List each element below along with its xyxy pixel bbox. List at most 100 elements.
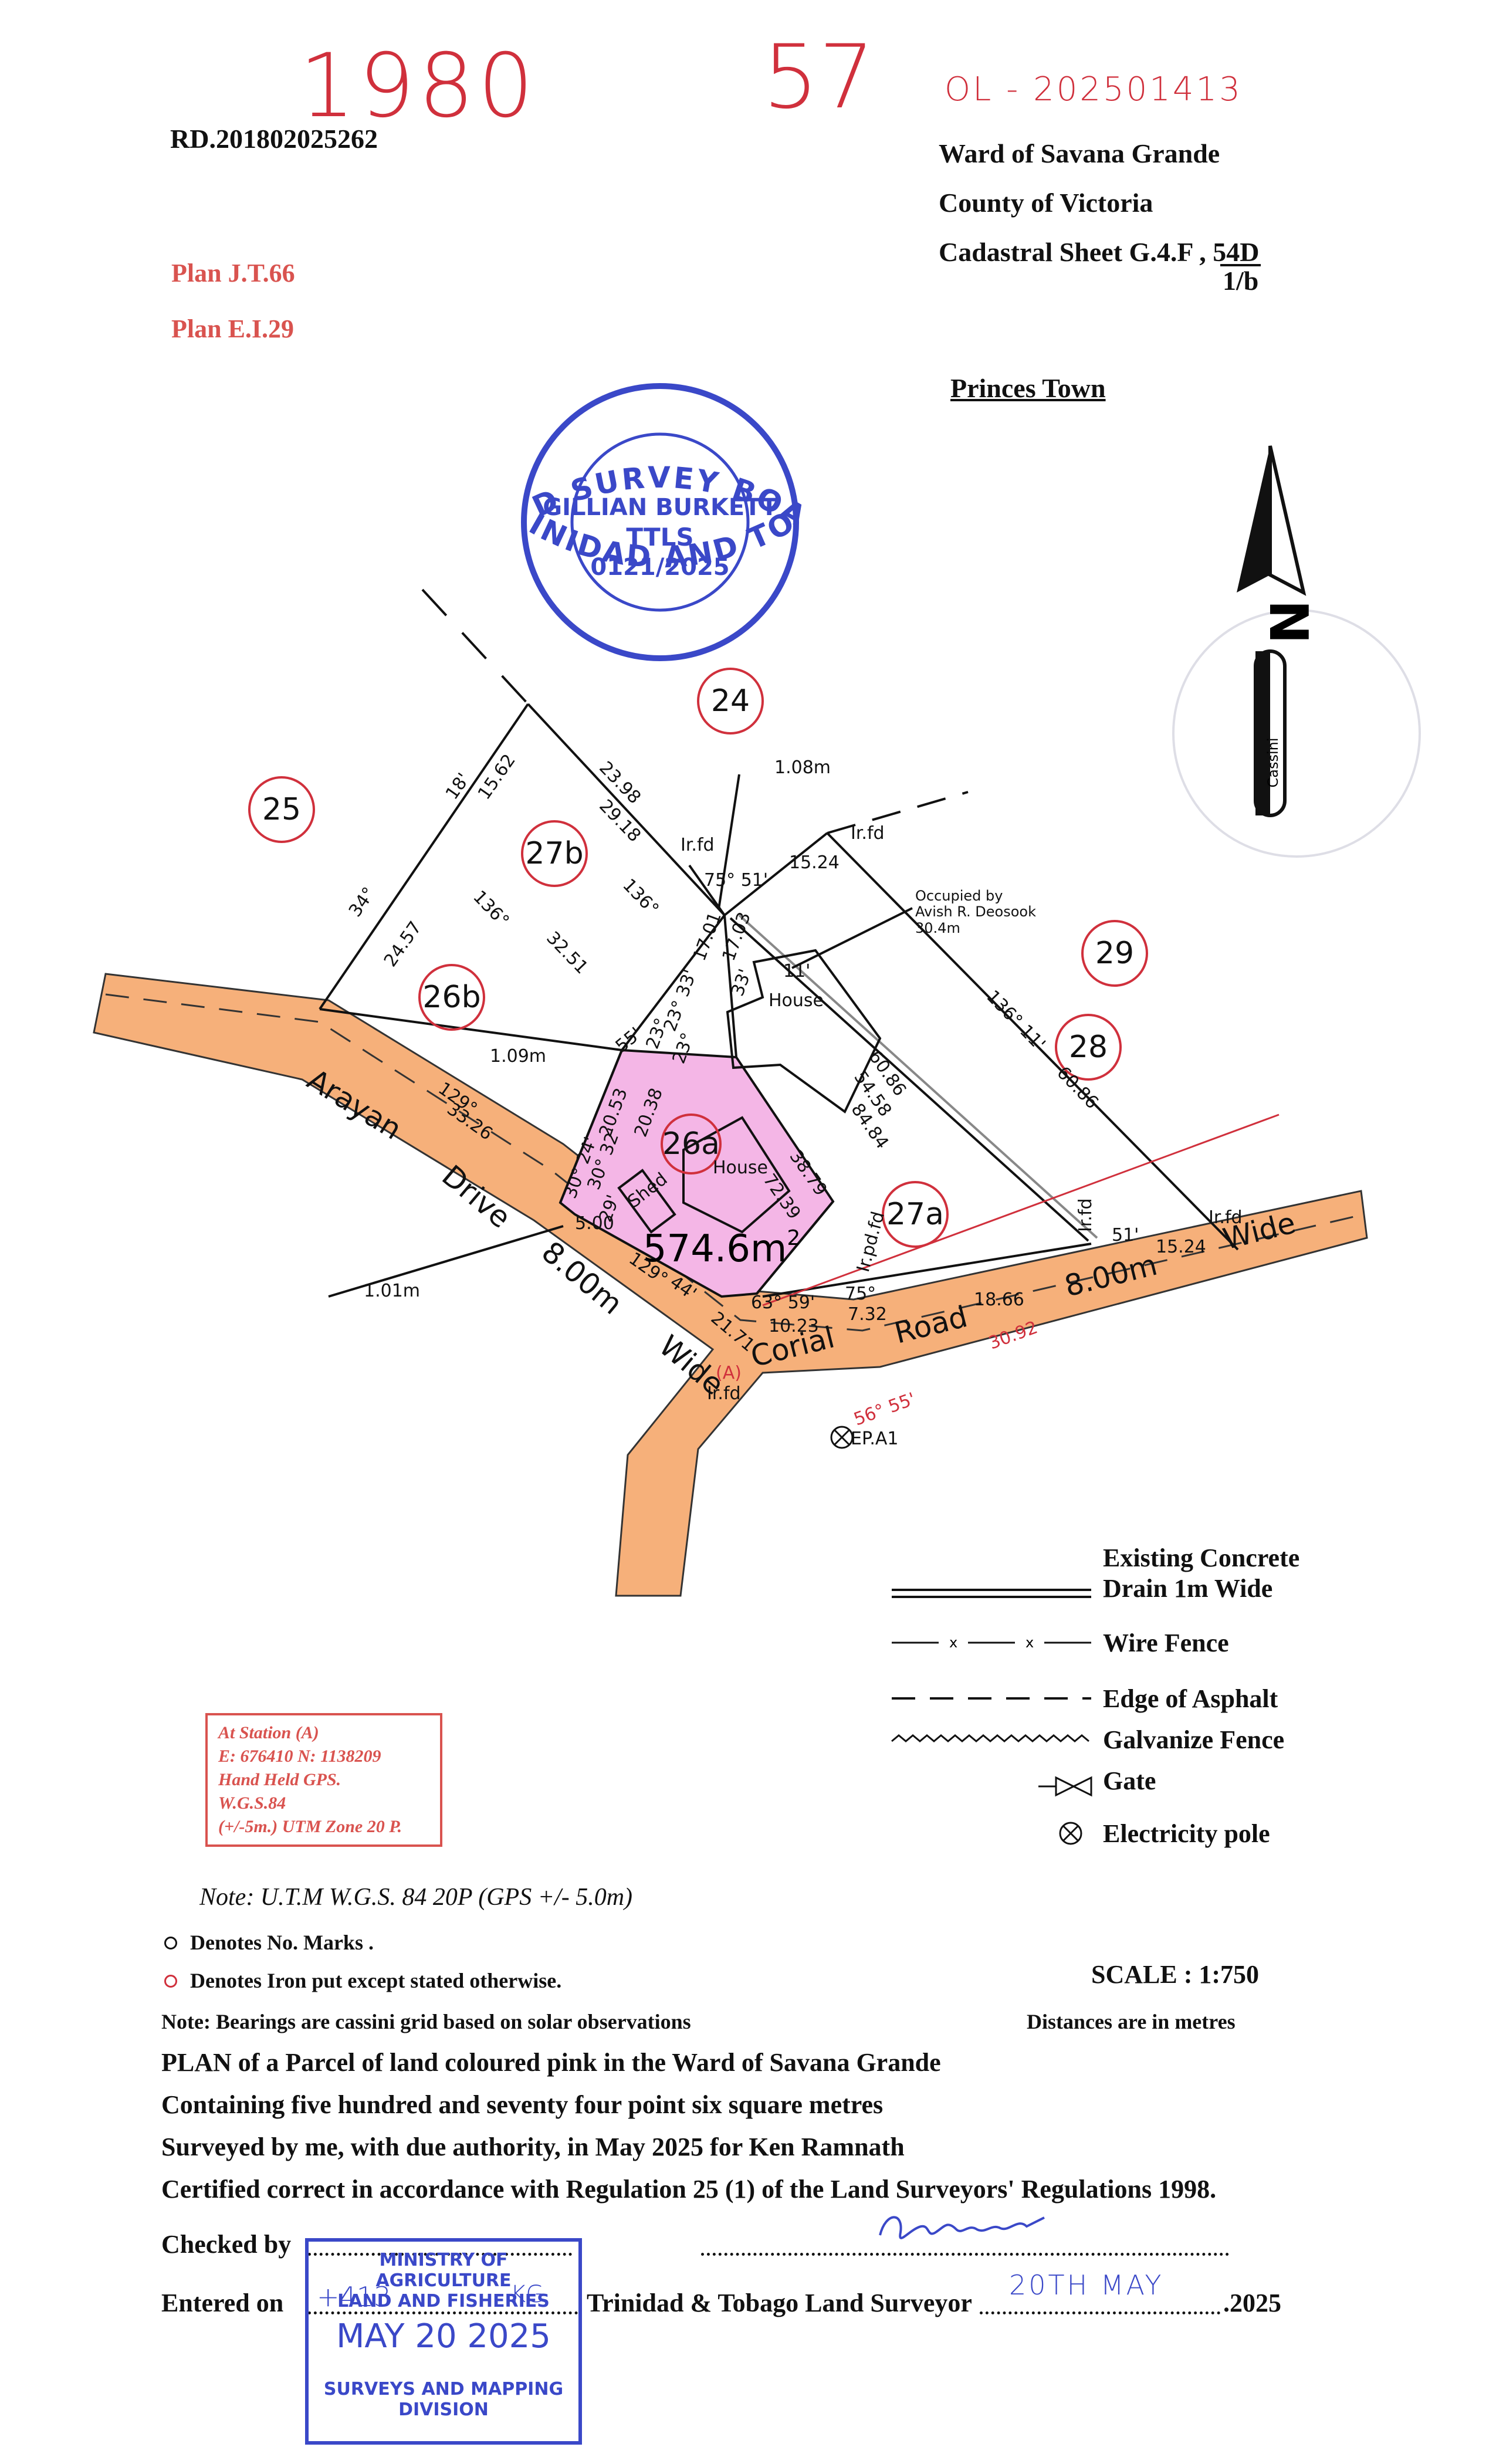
certification-block: PLAN of a Parcel of land coloured pink i… bbox=[161, 2042, 1216, 2211]
ministry-line-1: MINISTRY OF AGRICULTURE bbox=[375, 2250, 512, 2291]
label-732: 7.32 bbox=[848, 1304, 887, 1325]
label-1023: 10.23 bbox=[769, 1316, 819, 1336]
ministry-line-4: DIVISION bbox=[398, 2399, 489, 2420]
entered-on-line bbox=[308, 2311, 578, 2314]
plan-jt: Plan J.T.66 bbox=[171, 259, 295, 287]
label-11ft: 11' bbox=[783, 961, 810, 981]
location-block: Ward of Savana Grande County of Victoria… bbox=[939, 129, 1259, 277]
label-18: 18' bbox=[442, 769, 474, 803]
town-name: Princes Town bbox=[950, 373, 1106, 403]
label-occupant-area: 30.4m bbox=[915, 920, 960, 936]
cadastral-sheet: Cadastral Sheet G.4.F , 54D bbox=[939, 237, 1260, 267]
label-occupied: Occupied by bbox=[915, 888, 1003, 904]
lot-26b: 26b bbox=[422, 980, 480, 1015]
label-irfd-e: Ir.fd bbox=[1075, 1198, 1096, 1232]
stamp-name: GILLIAN BURKETT bbox=[543, 494, 777, 521]
date-handwritten: 20TH MAY bbox=[1009, 2269, 1164, 2301]
rd-reference: RD.201802025262 bbox=[170, 124, 378, 154]
north-letter: N bbox=[1257, 600, 1319, 644]
cassini-label: Cassini bbox=[1265, 737, 1281, 787]
lot-25: 25 bbox=[262, 792, 301, 827]
label-2457: 24.57 bbox=[380, 918, 426, 970]
legend-wire: Wire Fence bbox=[1103, 1629, 1229, 1657]
label-51: 51' bbox=[1112, 1225, 1139, 1245]
label-108m: 1.08m bbox=[774, 757, 831, 778]
lot-24: 24 bbox=[711, 683, 750, 719]
entered-on-label: Entered on bbox=[161, 2289, 284, 2317]
gps-line-5: (+/-5m.) UTM Zone 20 P. bbox=[218, 1817, 402, 1836]
label-house-2: House bbox=[713, 1157, 768, 1178]
cadastral-sub: 1/b bbox=[1220, 264, 1261, 296]
note-marks: Denotes No. Marks . bbox=[164, 1930, 374, 1955]
gps-line-2: E: 676410 N: 1138209 bbox=[218, 1747, 381, 1766]
lot-circles bbox=[248, 668, 1148, 1248]
lot-28: 28 bbox=[1069, 1030, 1108, 1065]
label-1524b: 15.24 bbox=[1156, 1237, 1206, 1257]
legend-drain: Existing Concrete Drain 1m Wide bbox=[1103, 1544, 1300, 1603]
north-arrow: N Cassini bbox=[1172, 445, 1421, 858]
legend-gate: Gate bbox=[1103, 1766, 1156, 1795]
stamp-ring-top: LAND SURVEY BOARD bbox=[0, 0, 811, 534]
stamp-number: 0121/2025 bbox=[590, 554, 729, 581]
svg-text:LAND SURVEY BOARD: LAND SURVEY BOARD bbox=[0, 0, 813, 534]
label-63-59: 63° 59' bbox=[751, 1292, 815, 1313]
label-109m: 1.09m bbox=[490, 1046, 546, 1067]
ministry-date: MAY 20 2025 bbox=[336, 2317, 551, 2355]
cert-line-4: Certified correct in accordance with Reg… bbox=[161, 2175, 1217, 2204]
surveyor-label: Trinidad & Tobago Land Surveyor bbox=[587, 2289, 972, 2317]
label-33: 33' bbox=[727, 966, 756, 999]
gps-line-1: At Station (A) bbox=[218, 1723, 319, 1742]
lot-29: 29 bbox=[1095, 936, 1134, 971]
cert-line-1: PLAN of a Parcel of land coloured pink i… bbox=[161, 2048, 941, 2077]
land-survey-board-stamp: LAND SURVEY BOARD OF TRINIDAD AND TOBAGO… bbox=[0, 0, 813, 661]
surveyor-signature bbox=[879, 2216, 1045, 2239]
label-500: 5.00 bbox=[575, 1213, 614, 1234]
county: County of Victoria bbox=[939, 188, 1153, 218]
label-23b: 23° bbox=[642, 1016, 672, 1052]
checked-by-line bbox=[308, 2253, 572, 2256]
stamp-title: TTLS bbox=[626, 523, 693, 551]
label-75: 75° bbox=[845, 1284, 876, 1304]
legend-asphalt: Edge of Asphalt bbox=[1103, 1684, 1278, 1713]
cert-line-3: Surveyed by me, with due authority, in M… bbox=[161, 2133, 905, 2161]
label-136a: 136° bbox=[618, 875, 662, 919]
handwritten-number: 1980 bbox=[299, 35, 537, 137]
date-line bbox=[980, 2311, 1220, 2314]
note-distances: Distances are in metres bbox=[1027, 2010, 1236, 2033]
label-6086b: 60.86 bbox=[1052, 1062, 1102, 1113]
ward: Ward of Savana Grande bbox=[939, 138, 1220, 168]
ministry-line-3: SURVEYS AND MAPPING bbox=[323, 2379, 564, 2399]
label-irfd-c: Ir.fd bbox=[1209, 1207, 1243, 1228]
ministry-stamp: MINISTRY OF AGRICULTURE LAND AND FISHERI… bbox=[305, 2238, 582, 2445]
survey-plan-drawing: LAND SURVEY BOARD OF TRINIDAD AND TOBAGO… bbox=[0, 0, 1421, 1597]
buildings bbox=[328, 774, 1280, 1307]
label-irfd-a: Ir.fd bbox=[681, 835, 715, 855]
note-utm: Note: U.T.M W.G.S. 84 20P (GPS +/- 5.0m) bbox=[199, 1884, 633, 1911]
year: .2025 bbox=[1223, 2289, 1281, 2317]
label-34: 34° bbox=[345, 884, 380, 921]
ep-marker bbox=[830, 1426, 854, 1449]
plan-number: 57 bbox=[763, 26, 875, 128]
entered-initials: KG bbox=[510, 2281, 544, 2308]
label-56-55: 56° 55' bbox=[851, 1389, 919, 1430]
gps-station-box: At Station (A) E: 676410 N: 1138209 Hand… bbox=[205, 1713, 442, 1847]
gps-line-3: Hand Held GPS. bbox=[218, 1770, 341, 1789]
plan-ei: Plan E.I.29 bbox=[171, 314, 295, 343]
label-occupant: Avish R. Deosook bbox=[915, 903, 1036, 920]
label-station-a: (A) bbox=[716, 1363, 742, 1383]
svg-text:x: x bbox=[949, 1634, 957, 1651]
entered-hand-number: +413 bbox=[317, 2281, 391, 2313]
legend-galvanize: Galvanize Fence bbox=[1103, 1725, 1285, 1754]
label-1866: 18.66 bbox=[974, 1289, 1024, 1310]
lot-26a: 26a bbox=[662, 1126, 720, 1162]
label-75-51: 75° 51' bbox=[704, 870, 768, 891]
note-iron: Denotes Iron put except stated otherwise… bbox=[164, 1968, 561, 1993]
label-ep-a1: EP.A1 bbox=[851, 1429, 899, 1449]
note-bearings: Note: Bearings are cassini grid based on… bbox=[161, 2010, 691, 2033]
ministry-line-2: LAND AND FISHERIES bbox=[337, 2291, 550, 2311]
ol-reference: OL - 202501413 bbox=[945, 70, 1243, 109]
label-1562: 15.62 bbox=[474, 750, 520, 803]
parcel-area: 574.6m2 bbox=[643, 1226, 800, 1271]
label-101m: 1.01m bbox=[364, 1281, 420, 1301]
label-house-1: House bbox=[769, 990, 824, 1011]
